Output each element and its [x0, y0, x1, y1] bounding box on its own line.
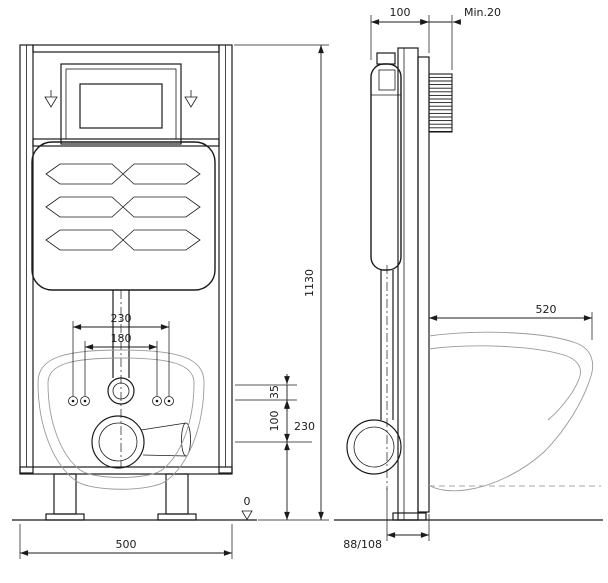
dimension-height: 1130 [234, 44, 329, 521]
dim-100-label: 100 [268, 411, 281, 432]
cistern-side [370, 52, 402, 271]
cistern [31, 141, 216, 291]
side-view: 100 Min.20 520 88/108 [343, 6, 601, 551]
dim-520-label: 520 [536, 303, 557, 316]
frame-feet [45, 473, 197, 521]
floor-level-marker: 0 [241, 495, 253, 521]
dimension-pan-length: 520 [429, 303, 593, 340]
dim-88-108-label: 88/108 [343, 538, 382, 551]
flush-pipe [107, 290, 135, 468]
dim-1130-label: 1130 [303, 269, 316, 297]
front-view: 230 180 35 100 230 0 500 [19, 44, 329, 559]
waste-outlet [91, 415, 191, 469]
floor-zero-label: 0 [244, 495, 251, 508]
dimension-heights-chain: 35 100 230 [235, 374, 315, 520]
dimension-bolt-spacing: 230 180 [72, 312, 170, 396]
wall-anchor-block [428, 73, 453, 133]
fixing-bolts [68, 396, 174, 406]
floor-level-icon [241, 510, 253, 521]
mounting-frame [19, 44, 233, 475]
dim-180-bolt-label: 180 [111, 332, 132, 345]
dimension-outlet-offset: 88/108 [343, 488, 430, 551]
dim-35-label: 35 [268, 385, 281, 399]
dimension-width: 500 [19, 524, 233, 559]
dim-230-bolt-label: 230 [111, 312, 132, 325]
dimension-depth: 100 Min.20 [370, 6, 501, 70]
bowl-outline-front [37, 349, 205, 490]
flush-plate-frame [44, 63, 198, 145]
dim-depth-100-label: 100 [390, 6, 411, 19]
level-mark-right [184, 96, 198, 108]
flush-pipe-side [346, 265, 402, 490]
bowl-outline-side [428, 331, 601, 492]
frame-rail-side [392, 47, 430, 521]
level-mark-left [44, 96, 58, 108]
dim-min20-label: Min.20 [464, 6, 501, 19]
waste-elbow [346, 419, 402, 475]
dim-230-outlet-height-label: 230 [294, 420, 315, 433]
dim-500-label: 500 [116, 538, 137, 551]
